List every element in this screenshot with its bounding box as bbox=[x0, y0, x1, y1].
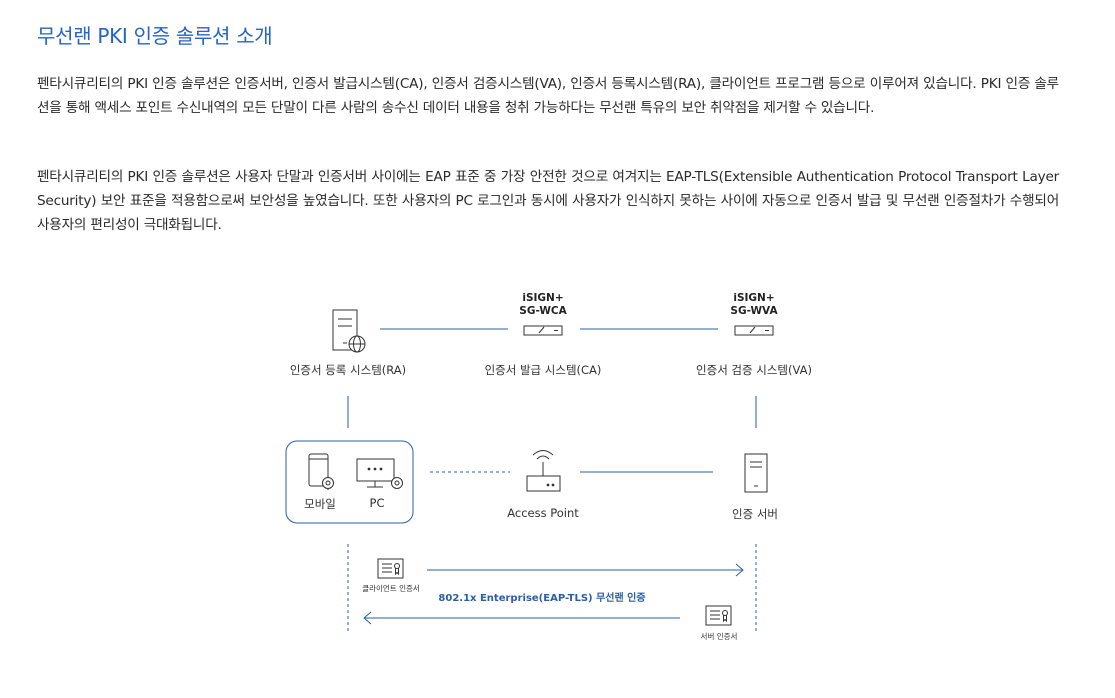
auth-server-label: 인증 서버 bbox=[732, 507, 778, 521]
intro-paragraph-1: 펜타시큐리티의 PKI 인증 솔루션은 인증서버, 인증서 발급시스템(CA),… bbox=[37, 76, 1059, 116]
ca-appliance-icon bbox=[523, 325, 563, 336]
access-point-label: Access Point bbox=[507, 506, 579, 520]
page-title: 무선랜 PKI 인증 솔루션 소개 bbox=[37, 24, 273, 48]
protocol-label: 802.1x Enterprise(EAP-TLS) 무선랜 인증 bbox=[438, 593, 646, 604]
pc-gear-icon bbox=[356, 458, 403, 489]
va-appliance-icon bbox=[734, 325, 774, 336]
server-certificate-icon bbox=[705, 605, 732, 626]
ca-product-name: iSIGN+ SG-WCA bbox=[519, 292, 566, 318]
mobile-label: 모바일 bbox=[304, 497, 336, 511]
server-to-client-arrowhead bbox=[363, 611, 372, 625]
pc-label: PC bbox=[369, 496, 385, 510]
ca-product-line-2: SG-WCA bbox=[519, 305, 567, 317]
va-label: 인증서 검증 시스템(VA) bbox=[696, 363, 812, 377]
va-product-name: iSIGN+ SG-WVA bbox=[730, 292, 777, 318]
ca-product-line-1: iSIGN+ bbox=[522, 292, 564, 304]
client-certificate-label: 클라이언트 인증서 bbox=[362, 584, 420, 593]
intro-paragraph-2: 펜타시큐리티의 PKI 인증 솔루션은 사용자 단말과 인증서버 사이에는 EA… bbox=[37, 169, 1059, 233]
ra-server-icon bbox=[332, 309, 366, 353]
ca-label: 인증서 발급 시스템(CA) bbox=[484, 363, 602, 377]
va-product-line-2: SG-WVA bbox=[730, 305, 778, 317]
ra-label: 인증서 등록 시스템(RA) bbox=[289, 363, 407, 377]
client-to-server-arrowhead bbox=[735, 563, 744, 577]
mobile-gear-icon bbox=[308, 453, 334, 491]
access-point-icon bbox=[526, 450, 561, 492]
va-product-line-1: iSIGN+ bbox=[733, 292, 775, 304]
server-certificate-label: 서버 인증서 bbox=[700, 632, 738, 641]
user-device-group bbox=[285, 440, 414, 524]
client-certificate-icon bbox=[377, 558, 404, 579]
auth-server-icon bbox=[744, 453, 768, 493]
